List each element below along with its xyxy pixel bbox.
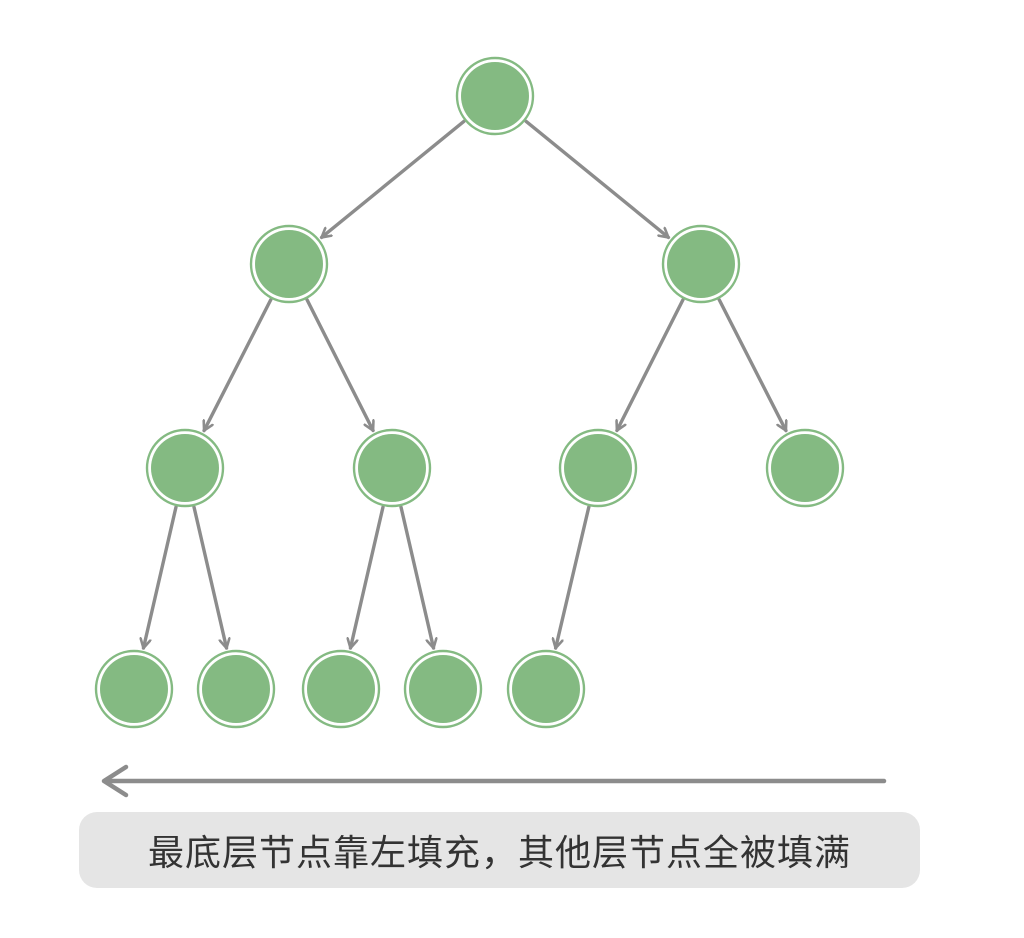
tree-edge-2-6 <box>717 297 788 433</box>
tree-edge-4-10 <box>399 505 434 650</box>
tree-edge-4-9 <box>350 505 385 650</box>
tree-node-10 <box>403 649 483 729</box>
caption-text: 最底层节点靠左填充，其他层节点全被填满 <box>147 833 851 874</box>
tree-node-0 <box>455 56 535 136</box>
tree-node-4 <box>352 428 432 508</box>
tree-edge-3-7 <box>143 505 178 650</box>
tree-node-11 <box>506 649 586 729</box>
tree-edges <box>143 119 788 650</box>
tree-node-5 <box>558 428 638 508</box>
tree-node-3 <box>145 428 225 508</box>
tree-node-1 <box>249 224 329 304</box>
direction-arrow-head <box>101 764 129 798</box>
tree-edge-2-5 <box>617 298 685 433</box>
tree-edge-0-2 <box>524 119 671 240</box>
tree-node-7 <box>94 649 174 729</box>
caption-box: 最底层节点靠左填充，其他层节点全被填满 <box>79 812 920 888</box>
tree-edge-0-1 <box>319 119 466 240</box>
tree-edge-3-8 <box>192 505 227 650</box>
tree-node-8 <box>196 649 276 729</box>
tree-edge-1-4 <box>305 298 373 433</box>
tree-node-9 <box>301 649 381 729</box>
tree-edge-1-3 <box>202 297 273 433</box>
tree-nodes <box>94 56 845 729</box>
tree-node-2 <box>661 224 741 304</box>
fill-direction-arrow <box>101 764 887 798</box>
tree-edge-5-11 <box>556 505 591 650</box>
tree-node-6 <box>765 428 845 508</box>
